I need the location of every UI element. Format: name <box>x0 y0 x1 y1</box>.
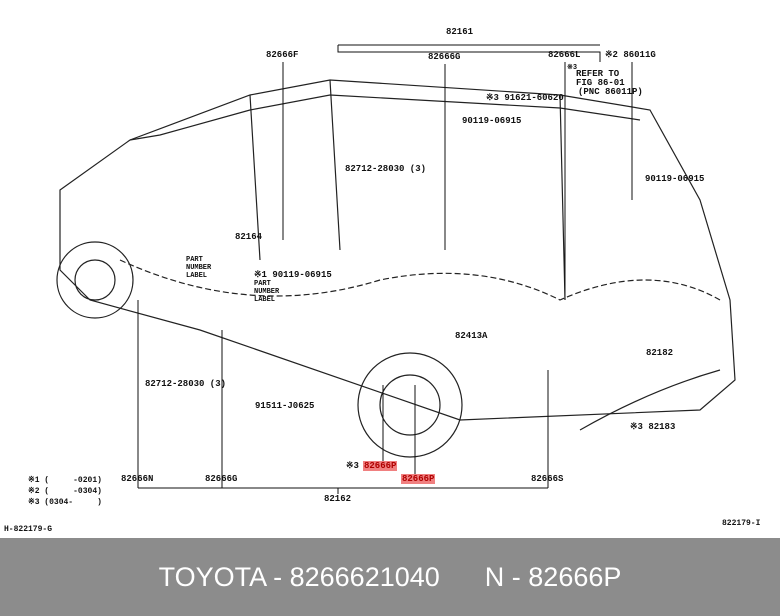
refer-note-line3: (PNC 86011P) <box>578 87 643 97</box>
text: NUMBER <box>254 288 280 296</box>
footnote-3: ※3 (0304- ) <box>28 498 102 507</box>
van-wiring-illustration <box>56 44 736 494</box>
text: LABEL <box>186 272 208 280</box>
callout-82666N: 82666N <box>121 474 154 484</box>
callout-82666S: 82666S <box>531 474 564 484</box>
callout-82164: 82164 <box>235 232 263 242</box>
callout-90119-06915-b: 90119-06915 <box>645 174 705 184</box>
callout-82162: 82162 <box>324 494 352 504</box>
refer-note-line2: FIG 86-01 <box>576 78 625 88</box>
callout-86011G: ※2 86011G <box>605 50 656 60</box>
callout-82161: 82161 <box>446 27 474 37</box>
callout-91621-60620: ※3 91621-60620 <box>486 93 564 103</box>
separator <box>440 562 485 593</box>
callout-82183: ※3 82183 <box>630 422 676 432</box>
footnote-2: ※2 ( -0304) <box>28 487 102 496</box>
text: LABEL <box>254 296 276 304</box>
callout-82712-28030-a: 82712-28030 (3) <box>345 164 427 174</box>
callout-90119-06915-a: 90119-06915 <box>462 116 522 126</box>
callout-82712-28030-b: 82712-28030 (3) <box>145 379 227 389</box>
callout-82666F: 82666F <box>266 50 299 60</box>
figure-id-left: H-822179-G <box>4 525 53 534</box>
footnote-1: ※1 ( -0201) <box>28 476 102 485</box>
callout-91511-J0625: 91511-J0625 <box>255 401 315 411</box>
pnc-code: N - 82666P <box>484 561 622 592</box>
refer-note-mark: ※3 <box>567 64 578 72</box>
callout-82666G-bottom: 82666G <box>205 474 238 484</box>
callout-82666G-top: 82666G <box>428 52 461 62</box>
callout-82182: 82182 <box>646 348 674 358</box>
callout-82666P-highlight-b[interactable]: 82666P <box>401 474 436 484</box>
text: NUMBER <box>186 264 212 272</box>
text: PART <box>186 256 203 264</box>
figure-id-right: 822179-I <box>722 519 761 528</box>
part-info-bar: TOYOTA - 8266621040 N - 82666P <box>0 538 780 616</box>
brand-part-number: TOYOTA - 8266621040 <box>158 561 440 592</box>
callout-90119-06915-c: ※1 90119-06915 <box>254 270 332 280</box>
callout-82666L: 82666L <box>548 50 581 60</box>
text: PART <box>254 280 271 288</box>
refer-note-line1: REFER TO <box>576 69 620 79</box>
callout-82666P-mark: ※3 <box>346 461 359 471</box>
callout-82666P-highlight-a[interactable]: 82666P <box>363 461 398 471</box>
callout-82413A: 82413A <box>455 331 488 341</box>
